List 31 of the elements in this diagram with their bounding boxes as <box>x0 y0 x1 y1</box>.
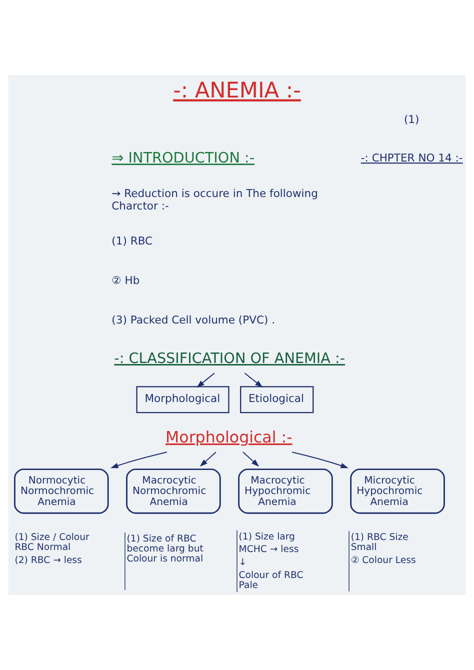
node-box: Microcytic Hypochromic Anemia <box>350 468 445 514</box>
node-label: (1) Size of RBC become larg but Colour is normal <box>126 533 204 565</box>
arrow <box>242 452 260 467</box>
label: (3) Packed Cell volume (PVC) . <box>112 314 276 327</box>
label: (1) <box>404 112 420 126</box>
node-box: Macrocytic Hypochromic Anemia <box>238 468 333 514</box>
arrow <box>196 372 215 388</box>
label: → Reduction is occure in The following Charctor :- <box>112 187 318 212</box>
node-label: MCHC → less <box>238 544 299 556</box>
node-label: (2) RBC → less <box>14 554 82 566</box>
node-label: (1) Size larg <box>238 531 295 542</box>
node-label: ↓ <box>238 557 247 568</box>
node-label: (1) Size / Colour RBC Normal <box>14 532 90 554</box>
diagram-title: -: ANEMIA :- <box>173 78 301 104</box>
label: (1) RBC <box>112 234 153 248</box>
label: ⇒ INTRODUCTION :- <box>112 150 255 167</box>
arrow <box>292 452 348 468</box>
node-box: Macrocytic Normochromic Anemia <box>126 468 221 514</box>
node-label: ② Colour Less <box>350 554 416 566</box>
arrow <box>244 372 263 388</box>
label: -: CHPTER NO 14 :- <box>360 152 463 165</box>
node-box: Etiological <box>240 386 314 414</box>
node-text: -: CLASSIFICATION OF ANEMIA :- <box>114 351 346 368</box>
node-label: Colour of RBC Pale <box>238 570 304 592</box>
arrow <box>110 452 168 468</box>
node-box: Normocytic Normochromic Anemia <box>14 468 109 514</box>
label: ② Hb <box>112 274 140 288</box>
arrow <box>200 452 216 467</box>
node-label: (1) RBC Size Small <box>350 532 408 554</box>
node-text: Morphological :- <box>166 427 292 446</box>
node-box: Morphological <box>136 386 230 414</box>
